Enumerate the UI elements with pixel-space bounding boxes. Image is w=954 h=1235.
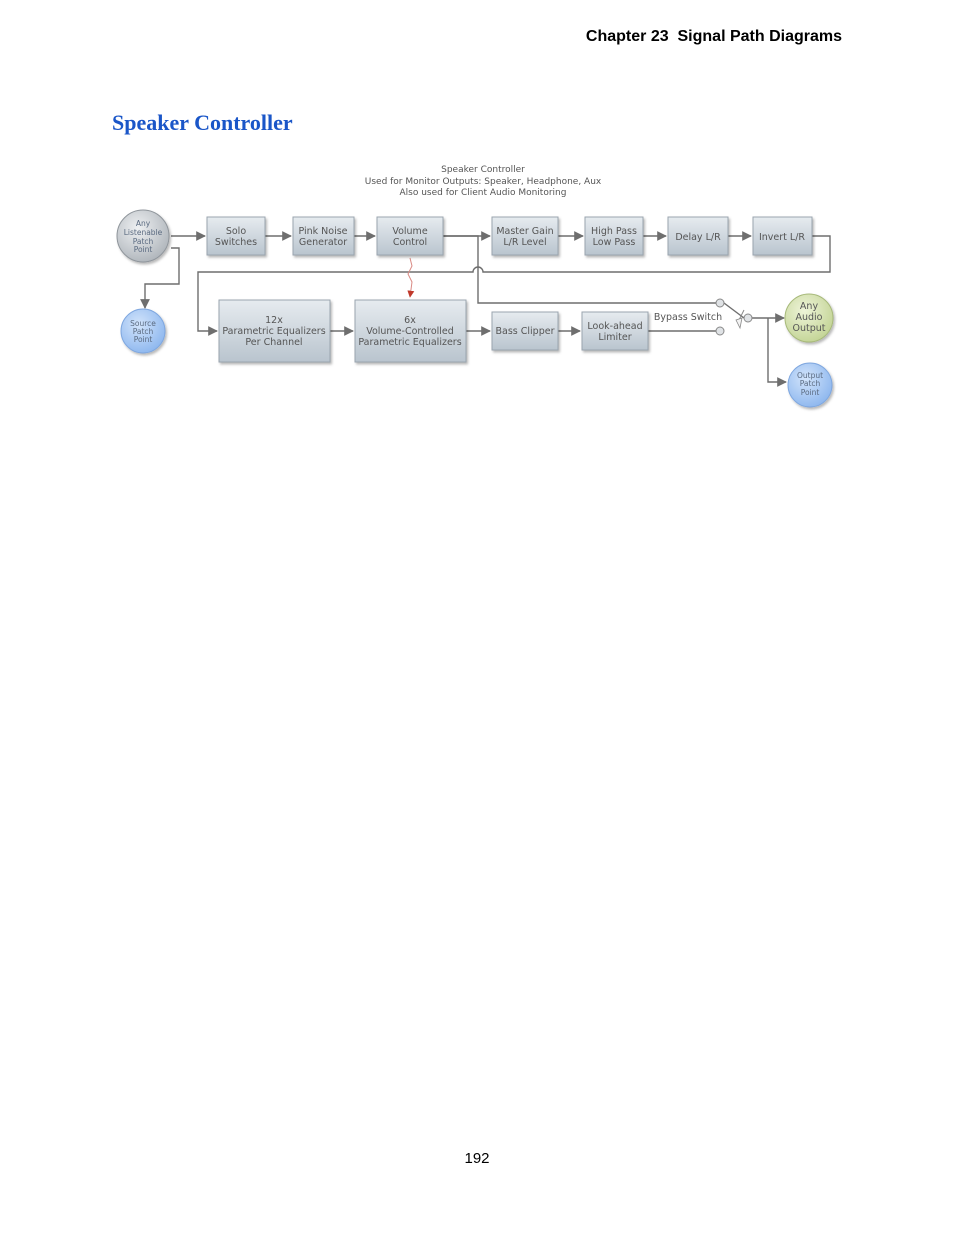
connections: [140, 231, 831, 387]
svg-text:Generator: Generator: [299, 237, 347, 248]
svg-text:Delay L/R: Delay L/R: [675, 232, 721, 243]
bypass-switch-label: Bypass Switch: [654, 312, 722, 323]
svg-text:High Pass: High Pass: [591, 226, 637, 237]
svg-text:Point: Point: [134, 245, 153, 254]
volume-control-link: [407, 257, 415, 298]
invert-block: Invert L/R: [752, 216, 813, 256]
page-number: 192: [464, 1150, 490, 1167]
svg-text:Master Gain: Master Gain: [496, 226, 553, 237]
svg-text:Listenable: Listenable: [124, 228, 163, 237]
svg-text:L/R Level: L/R Level: [503, 237, 546, 248]
any-listenable-patch-point: Any Listenable Patch Point: [116, 209, 170, 263]
svg-text:Control: Control: [393, 237, 427, 248]
svg-text:6x: 6x: [404, 315, 416, 326]
svg-text:12x: 12x: [265, 315, 283, 326]
svg-text:Volume: Volume: [392, 226, 427, 237]
svg-text:Any: Any: [136, 219, 151, 228]
svg-text:Output: Output: [793, 323, 826, 334]
svg-text:Per Channel: Per Channel: [245, 337, 302, 348]
section-title: Speaker Controller: [112, 110, 293, 135]
svg-text:Output: Output: [797, 371, 823, 380]
diagram-subtitle: Used for Monitor Outputs: Speaker, Headp…: [365, 177, 602, 187]
svg-text:Bass Clipper: Bass Clipper: [496, 326, 555, 337]
svg-text:Pink Noise: Pink Noise: [298, 226, 347, 237]
output-patch-point: Output Patch Point: [787, 362, 833, 408]
bypass-switch: [715, 298, 753, 336]
svg-text:Low Pass: Low Pass: [593, 237, 636, 248]
volume-control-block: Volume Control: [376, 216, 444, 256]
high-pass-low-pass-block: High Pass Low Pass: [584, 216, 644, 256]
bass-clipper-block: Bass Clipper: [491, 311, 559, 351]
svg-text:Limiter: Limiter: [598, 332, 631, 343]
svg-text:Look-ahead: Look-ahead: [587, 321, 642, 332]
parametric-eq-block: 12x Parametric Equalizers Per Channel: [218, 299, 331, 363]
delay-block: Delay L/R: [667, 216, 729, 256]
pink-noise-generator-block: Pink Noise Generator: [292, 216, 355, 256]
source-patch-point: Source Patch Point: [120, 308, 166, 354]
svg-text:Source: Source: [130, 319, 156, 328]
running-header: Chapter 23 Signal Path Diagrams: [585, 28, 842, 45]
svg-text:Parametric Equalizers: Parametric Equalizers: [358, 337, 461, 348]
svg-text:Patch: Patch: [800, 379, 821, 388]
any-audio-output: Any Audio Output: [784, 293, 834, 343]
solo-switches-block: Solo Switches: [206, 216, 266, 256]
svg-text:Solo: Solo: [226, 226, 246, 237]
master-gain-block: Master Gain L/R Level: [491, 216, 559, 256]
signal-path-diagram: Speaker Controller Used for Monitor Outp…: [116, 165, 834, 408]
svg-text:Any: Any: [800, 301, 819, 312]
svg-text:Parametric Equalizers: Parametric Equalizers: [222, 326, 325, 337]
svg-text:Volume-Controlled: Volume-Controlled: [366, 326, 454, 337]
volume-controlled-eq-block: 6x Volume-Controlled Parametric Equalize…: [354, 299, 467, 363]
svg-text:Switches: Switches: [215, 237, 257, 248]
svg-text:Patch: Patch: [133, 237, 154, 246]
lookahead-limiter-block: Look-ahead Limiter: [581, 311, 649, 351]
diagram-subtitle-2: Also used for Client Audio Monitoring: [400, 188, 567, 198]
svg-text:Audio: Audio: [795, 312, 822, 323]
svg-text:Point: Point: [134, 335, 153, 344]
svg-text:Patch: Patch: [133, 327, 154, 336]
svg-text:Invert L/R: Invert L/R: [759, 232, 805, 243]
diagram-title: Speaker Controller: [441, 165, 525, 175]
svg-text:Point: Point: [801, 388, 820, 397]
